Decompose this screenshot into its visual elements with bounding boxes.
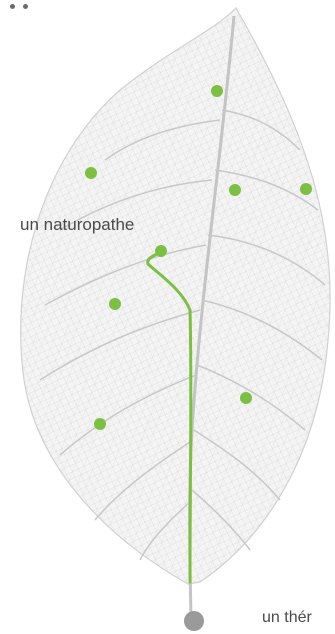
label-therapist-partial[interactable]: un thér [262, 609, 312, 627]
label-naturopathe[interactable]: un naturopathe [20, 215, 134, 235]
hotspot-dot[interactable] [109, 298, 121, 310]
hotspot-dot[interactable] [300, 183, 312, 195]
hotspot-dot[interactable] [229, 184, 241, 196]
hotspot-dot[interactable] [211, 85, 223, 97]
stem-knob [184, 611, 204, 631]
hotspot-dot[interactable] [240, 392, 252, 404]
hotspot-dot-active[interactable] [155, 245, 167, 257]
hotspot-dot[interactable] [94, 418, 106, 430]
hotspot-dot[interactable] [85, 167, 97, 179]
